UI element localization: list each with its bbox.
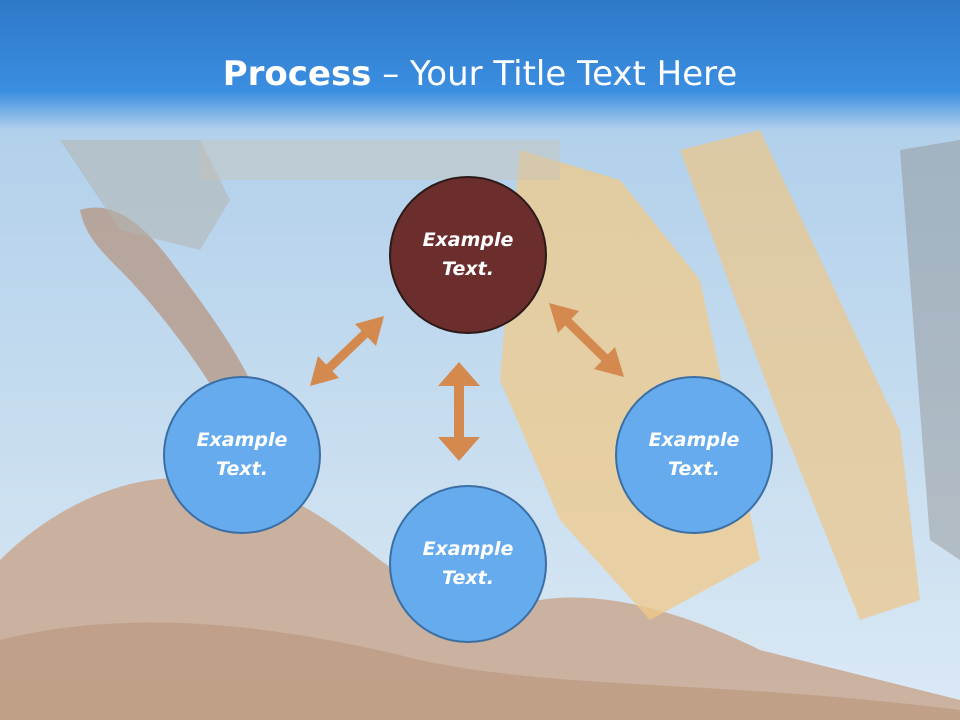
node-bottom-line1: Example — [422, 538, 514, 560]
title-bold: Process — [222, 54, 372, 94]
process-node-right: Example Text. — [615, 376, 773, 534]
node-right-line2: Text. — [668, 458, 720, 480]
title-rest: – Your Title Text Here — [371, 54, 738, 94]
process-node-top: Example Text. — [389, 176, 547, 334]
node-top-line2: Text. — [442, 258, 494, 280]
process-node-left: Example Text. — [163, 376, 321, 534]
slide-title: Process – Your Title Text Here — [0, 52, 960, 96]
header-bar — [0, 0, 960, 130]
process-node-bottom: Example Text. — [389, 485, 547, 643]
node-bottom-line2: Text. — [442, 567, 494, 589]
node-top-line1: Example — [422, 229, 514, 251]
node-right-line1: Example — [648, 429, 740, 451]
node-left-line1: Example — [196, 429, 288, 451]
node-left-line2: Text. — [216, 458, 268, 480]
